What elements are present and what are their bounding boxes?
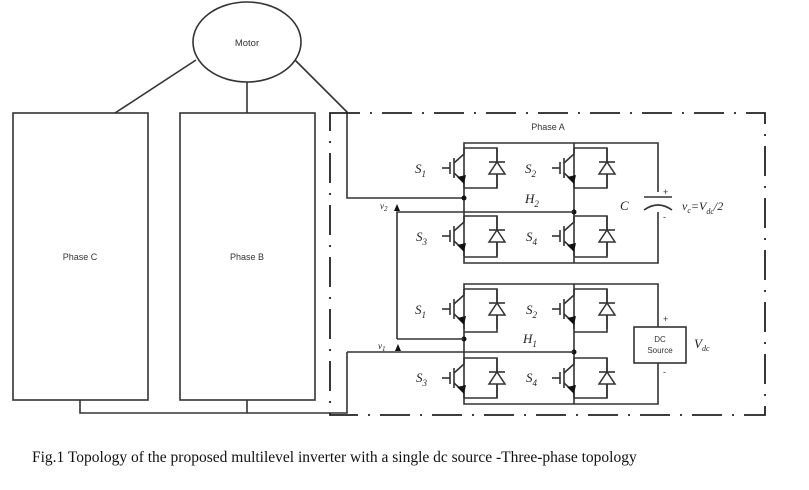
svg-text:S4: S4 <box>526 229 538 247</box>
v1-label: v1 <box>378 341 386 353</box>
svg-text:S1: S1 <box>415 302 426 320</box>
v1-arrow-icon <box>395 344 401 351</box>
svg-text:S1: S1 <box>415 161 426 179</box>
capacitor <box>640 192 676 212</box>
svg-text:S2: S2 <box>526 302 538 320</box>
phase-c-label: Phase C <box>63 252 98 262</box>
diode-icon <box>488 215 506 257</box>
phase-a-boundary <box>329 112 766 416</box>
igbt-icon <box>551 288 577 330</box>
motor-wire-a <box>294 59 464 199</box>
igbt-icon <box>441 288 467 330</box>
igbt-icon <box>441 357 467 399</box>
switch-labels-h2: S1 S2 S3 S4 H2 <box>415 161 539 247</box>
igbt-icon <box>551 357 577 399</box>
phase-c-block <box>12 112 149 401</box>
svg-text:H1: H1 <box>522 331 537 349</box>
phase-a-label: Phase A <box>531 122 565 132</box>
diode-icon <box>598 357 616 399</box>
h1-bridge <box>441 283 659 405</box>
vdc-label: Vdc <box>694 336 710 353</box>
diode-icon <box>488 288 506 330</box>
diode-icon <box>598 215 616 257</box>
h2-output-wire <box>396 211 574 339</box>
igbt-icon <box>441 215 467 257</box>
diode-icon <box>488 147 506 189</box>
diode-icon <box>488 357 506 399</box>
svg-text:H2: H2 <box>524 191 539 209</box>
figure-caption: Fig.1 Topology of the proposed multileve… <box>32 449 637 466</box>
capacitor-minus: - <box>663 212 666 222</box>
v2-arrow-icon <box>394 204 400 211</box>
dc-source-label-1: DC <box>654 335 666 344</box>
switch-labels-h1: S1 S2 S3 S4 H1 <box>415 302 538 388</box>
neutral-bus <box>79 352 348 414</box>
igbt-icon <box>551 215 577 257</box>
capacitor-plus: + <box>663 187 668 197</box>
dc-plus: + <box>663 314 668 324</box>
v2-label: v2 <box>380 201 388 213</box>
phase-b-label: Phase B <box>230 252 264 262</box>
capacitor-label: C <box>620 198 629 213</box>
diode-icon <box>598 147 616 189</box>
dc-source-block <box>633 326 687 364</box>
dc-minus: - <box>663 367 666 377</box>
igbt-icon <box>551 147 577 189</box>
dc-source-label-2: Source <box>647 346 673 355</box>
capacitor-voltage: vc=Vdc/2 <box>682 199 723 216</box>
svg-text:S4: S4 <box>526 370 538 388</box>
diode-icon <box>598 288 616 330</box>
motor-wire-c <box>114 59 197 114</box>
svg-text:S3: S3 <box>416 229 428 247</box>
motor-label: Motor <box>235 38 259 49</box>
svg-text:S2: S2 <box>525 161 537 179</box>
svg-text:S3: S3 <box>416 370 428 388</box>
igbt-icon <box>441 147 467 189</box>
